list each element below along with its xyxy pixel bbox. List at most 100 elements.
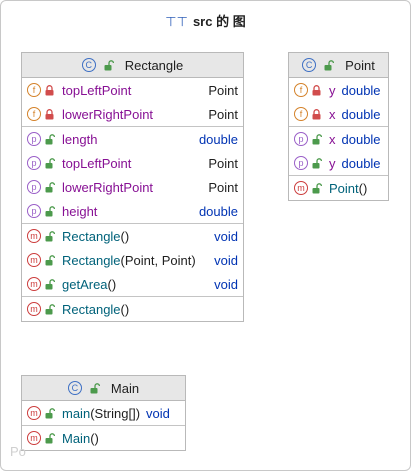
public-lock-icon [45, 181, 55, 193]
public-lock-icon [45, 303, 55, 315]
field-icon: f [294, 107, 308, 121]
public-lock-icon [45, 407, 55, 419]
public-lock-icon [312, 133, 322, 145]
member-name: x [329, 106, 336, 122]
member-name: Rectangle [62, 228, 121, 244]
public-lock-icon [90, 382, 100, 394]
member-type: double [341, 82, 381, 98]
member-type: void [214, 252, 238, 268]
public-lock-icon [45, 133, 55, 145]
property-icon: p [27, 204, 41, 218]
member-name: lowerRightPoint [62, 106, 154, 122]
member-params: () [107, 276, 117, 292]
public-lock-icon [45, 205, 55, 217]
method-icon: m [27, 253, 41, 267]
member-type: void [146, 405, 170, 421]
member-name: x [329, 131, 336, 147]
property-icon: p [294, 132, 308, 146]
class-header[interactable]: C Main [22, 376, 185, 401]
class-name: Point [345, 57, 375, 73]
member-name: length [62, 131, 98, 147]
public-lock-icon [45, 157, 55, 169]
public-lock-icon [312, 182, 322, 194]
private-lock-icon [45, 84, 55, 96]
field-icon: f [27, 83, 41, 97]
method-row[interactable]: m Rectangle(Point, Point) void [22, 248, 243, 272]
public-lock-icon [312, 157, 322, 169]
constructors-section: m Rectangle() [22, 297, 243, 321]
class-icon: C [81, 58, 96, 72]
class-name: Main [110, 380, 140, 396]
constructor-row[interactable]: m Rectangle() [22, 297, 243, 321]
member-name: y [329, 82, 336, 98]
property-row[interactable]: p lowerRightPoint Point [22, 175, 243, 199]
member-name: Main [62, 430, 91, 446]
member-type: void [214, 228, 238, 244]
member-type: double [341, 131, 381, 147]
public-lock-icon [45, 432, 55, 444]
property-icon: p [27, 132, 41, 146]
class-name: Rectangle [124, 57, 184, 73]
member-name: lowerRightPoint [62, 179, 154, 195]
member-name: height [62, 203, 98, 219]
member-type: void [214, 276, 238, 292]
class-header[interactable]: C Point [289, 53, 388, 78]
public-lock-icon [45, 230, 55, 242]
field-row[interactable]: f topLeftPoint Point [22, 78, 243, 102]
member-type: double [198, 203, 238, 219]
method-icon: m [27, 277, 41, 291]
class-icon: C [67, 381, 82, 395]
member-type: Point [208, 179, 238, 195]
public-lock-icon [45, 254, 55, 266]
method-icon: m [27, 302, 41, 316]
member-params: () [358, 180, 368, 196]
package-icon: ⊤⊤ [165, 14, 188, 29]
class-header[interactable]: C Rectangle [22, 53, 243, 78]
private-lock-icon [312, 108, 322, 120]
member-params: () [120, 228, 130, 244]
member-type: Point [208, 155, 238, 171]
member-name: getArea [62, 276, 108, 292]
member-name: topLeftPoint [62, 155, 132, 171]
property-row[interactable]: p length double [22, 127, 243, 151]
method-row[interactable]: m getArea() void [22, 272, 243, 296]
member-name: topLeftPoint [62, 82, 132, 98]
method-icon: m [27, 431, 41, 445]
property-row[interactable]: p height double [22, 199, 243, 223]
method-icon: m [27, 406, 41, 420]
diagram-title: ⊤⊤ src 的 图 [0, 11, 411, 30]
public-lock-icon [45, 278, 55, 290]
member-name: Point [329, 180, 359, 196]
member-type: Point [208, 82, 238, 98]
member-type: double [198, 131, 238, 147]
diagram-title-text: src 的 图 [192, 14, 246, 29]
member-params: () [120, 301, 130, 317]
member-name: Rectangle [62, 301, 121, 317]
member-params: (Point, Point) [120, 252, 196, 268]
public-lock-icon [324, 59, 335, 71]
private-lock-icon [312, 84, 322, 96]
member-type: double [341, 155, 381, 171]
member-type: Point [208, 106, 238, 122]
watermark: Po [10, 444, 26, 459]
property-icon: p [27, 180, 41, 194]
member-name: Rectangle [62, 252, 121, 268]
